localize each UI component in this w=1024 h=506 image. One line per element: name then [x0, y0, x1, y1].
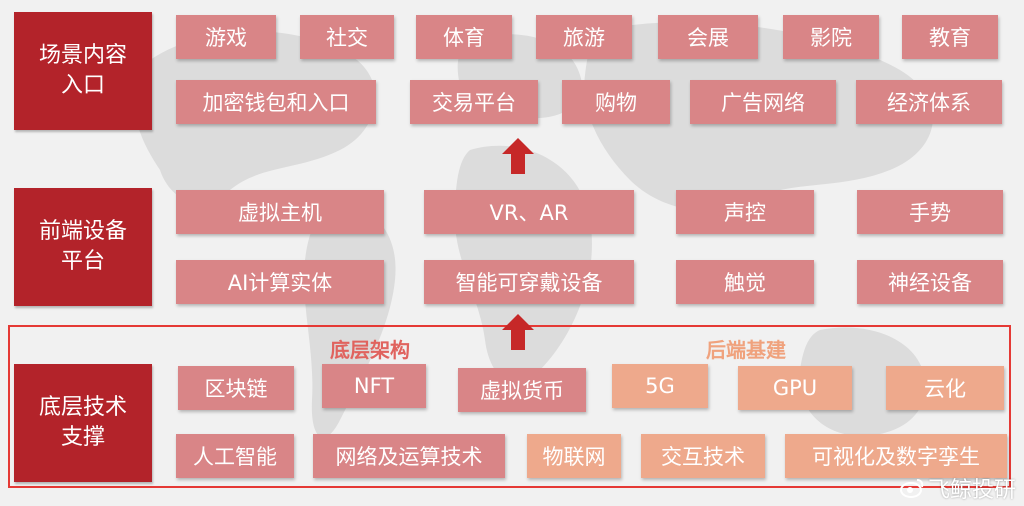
scene-item-cinema: 影院: [783, 15, 879, 59]
device-item-wearables: 智能可穿戴设备: [424, 260, 634, 304]
infra-item-interaction: 交互技术: [641, 434, 765, 478]
up-arrow-icon: [502, 314, 534, 350]
scene-item-exchange: 交易平台: [410, 80, 538, 124]
category-frontend-devices: 前端设备平台: [14, 188, 152, 306]
category-infra-label: 底层技术支撑: [38, 395, 127, 450]
scene-item-games: 游戏: [176, 15, 276, 59]
infra-item-visualization-twin: 可视化及数字孪生: [785, 434, 1007, 478]
category-scene-entry: 场景内容入口: [14, 12, 152, 130]
scene-item-exhibition: 会展: [658, 15, 758, 59]
infra-item-crypto-currency: 虚拟货币: [458, 368, 586, 412]
scene-item-travel: 旅游: [536, 15, 632, 59]
scene-item-education: 教育: [902, 15, 998, 59]
device-item-vr-ar: VR、AR: [424, 190, 634, 234]
category-scene-label: 场景内容入口: [38, 43, 127, 98]
infra-item-blockchain: 区块链: [178, 366, 294, 410]
infra-item-gpu: GPU: [738, 366, 852, 410]
scene-item-ad-network: 广告网络: [690, 80, 836, 124]
device-item-neural: 神经设备: [857, 260, 1003, 304]
infra-item-nft: NFT: [322, 364, 426, 408]
infra-item-5g: 5G: [612, 364, 708, 408]
watermark-text: 飞鲸投研: [927, 478, 1016, 503]
weibo-logo-icon: [899, 479, 924, 498]
device-item-virtual-host: 虚拟主机: [176, 190, 384, 234]
infra-item-iot: 物联网: [527, 434, 621, 478]
scene-item-shopping: 购物: [562, 80, 670, 124]
infra-item-ai: 人工智能: [176, 434, 294, 478]
watermark: 飞鲸投研: [899, 472, 1016, 504]
category-frontend-label: 前端设备平台: [38, 219, 127, 274]
device-item-haptics: 触觉: [676, 260, 814, 304]
scene-item-crypto-wallet: 加密钱包和入口: [176, 80, 376, 124]
device-item-voice: 声控: [676, 190, 814, 234]
section-label-backend: 后端基建: [706, 338, 786, 362]
infra-item-network-computing: 网络及运算技术: [313, 434, 505, 478]
scene-item-economy: 经济体系: [856, 80, 1002, 124]
category-infra-tech: 底层技术支撑: [14, 364, 152, 482]
section-label-infrastructure: 底层架构: [330, 338, 410, 362]
device-item-gesture: 手势: [857, 190, 1003, 234]
scene-item-social: 社交: [300, 15, 394, 59]
scene-item-sports: 体育: [416, 15, 512, 59]
device-item-ai-entity: AI计算实体: [176, 260, 384, 304]
infra-item-cloud: 云化: [886, 366, 1004, 410]
up-arrow-icon: [502, 138, 534, 174]
